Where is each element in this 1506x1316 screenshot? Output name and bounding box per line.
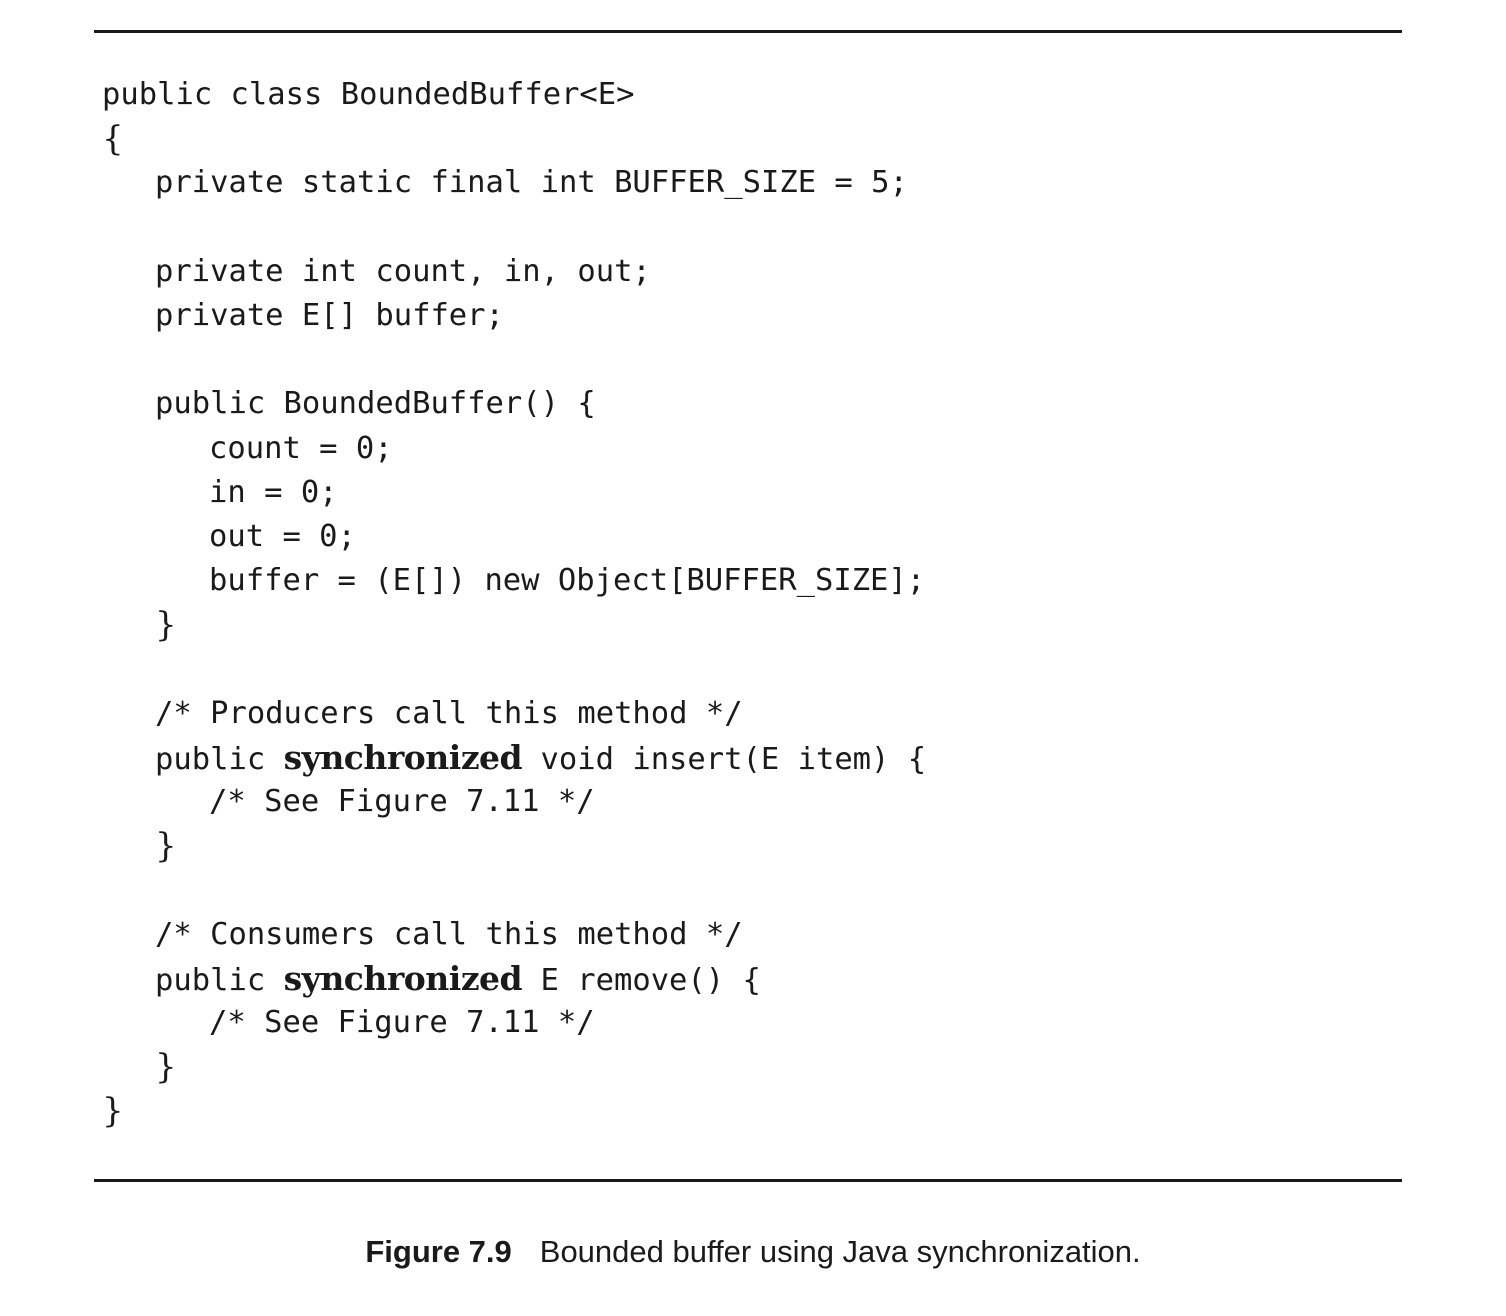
top-rule [94, 30, 1402, 33]
code-line-constructor: public BoundedBuffer() { [155, 386, 596, 422]
code-blank-line [102, 868, 926, 912]
keyword-synchronized: synchronized [283, 737, 523, 777]
code-blank-line [102, 206, 926, 250]
remove-signature-rest: E remove() { [540, 962, 761, 998]
code-blank-line [102, 338, 926, 382]
code-line-remove-close: } [155, 1047, 177, 1088]
code-blank-line [102, 647, 926, 691]
code-line-buffer-init: buffer = (E[]) new Object[BUFFER_SIZE]; [209, 563, 926, 599]
code-line-buffer-size: private static final int BUFFER_SIZE = 5… [155, 165, 908, 201]
code-line-count-in-out: private int count, in, out; [155, 253, 651, 289]
figure-label: Figure 7.9 [365, 1234, 512, 1269]
code-line-producer-comment: /* Producers call this method */ [155, 695, 743, 731]
code-line-class-close: } [102, 1091, 124, 1132]
code-listing: public class BoundedBuffer<E> { private … [102, 73, 926, 1134]
bottom-rule [94, 1179, 1402, 1182]
code-line-open-brace: { [102, 119, 124, 160]
insert-signature-rest: void insert(E item) { [540, 741, 927, 777]
figure-caption-text: Bounded buffer using Java synchronizatio… [539, 1234, 1141, 1269]
keyword-synchronized: synchronized [283, 958, 523, 998]
code-line-insert-signature: public synchronized void insert(E item) … [102, 736, 926, 780]
keyword-public: public [155, 741, 266, 777]
code-line-insert-comment: /* See Figure 7.11 */ [209, 784, 595, 819]
figure-caption: Figure 7.9 Bounded buffer using Java sync… [0, 1234, 1506, 1270]
code-line-buffer-field: private E[] buffer; [155, 297, 504, 333]
code-line-class-decl: public class BoundedBuffer<E> [102, 77, 635, 112]
code-line-out-init: out = 0; [209, 518, 356, 554]
code-line-constructor-close: } [155, 605, 177, 646]
code-line-remove-comment: /* See Figure 7.11 */ [209, 1004, 595, 1040]
code-line-consumer-comment: /* Consumers call this method */ [155, 916, 743, 952]
code-line-in-init: in = 0; [209, 474, 338, 510]
code-line-count-init: count = 0; [209, 430, 393, 466]
code-line-remove-signature: public synchronized E remove() { [102, 957, 926, 1001]
code-line-insert-close: } [155, 826, 177, 867]
keyword-public: public [155, 962, 266, 998]
